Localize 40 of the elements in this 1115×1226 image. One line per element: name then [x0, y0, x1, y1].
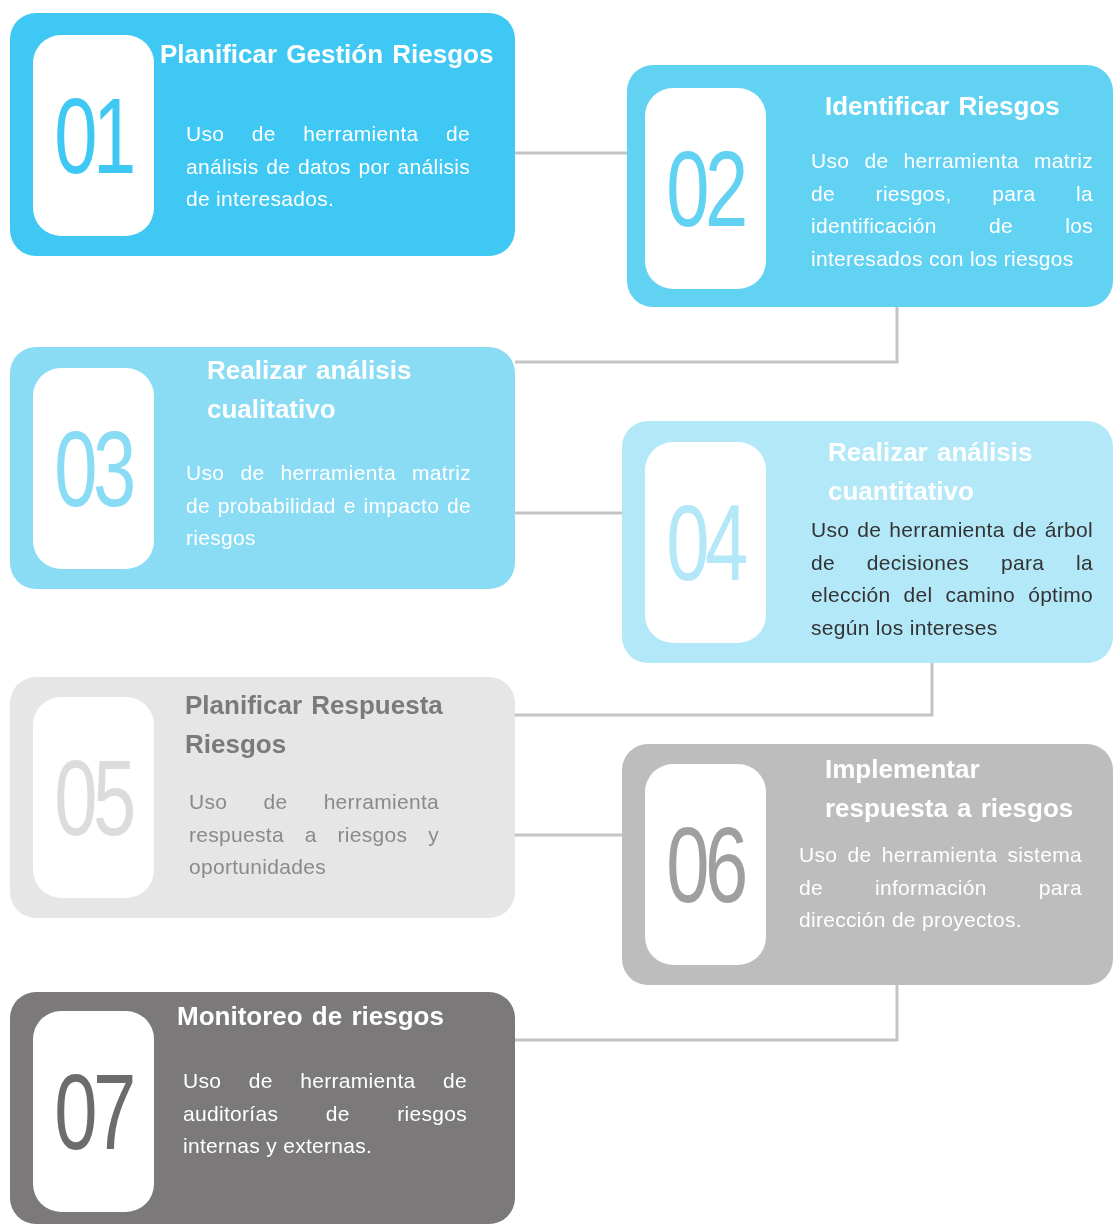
step-description: Uso de herramienta de análisis de datos por análisis de interesados.	[186, 121, 470, 212]
connector-line	[515, 511, 622, 515]
step-number: 01	[54, 81, 133, 190]
step-title: Realizar análisis cualitativo	[207, 354, 413, 426]
number-badge	[33, 368, 154, 569]
step-description: Uso de herramienta respuesta a riesgos y oportunidades	[189, 789, 439, 880]
step-number: 06	[666, 810, 745, 919]
connector-line	[515, 151, 627, 155]
number-badge	[33, 1011, 154, 1212]
step-number: 02	[666, 134, 745, 243]
step-number: 03	[54, 414, 133, 523]
step-card	[10, 347, 515, 589]
step-card	[10, 677, 515, 918]
step-title: Implementar respuesta a riesgos	[825, 753, 1075, 825]
step-description: Uso de herramienta de auditorías de riesgos internas y externas.	[183, 1068, 467, 1159]
step-card	[622, 421, 1113, 663]
step-card	[10, 992, 515, 1224]
number-badge	[645, 88, 766, 289]
connector-line	[515, 307, 899, 364]
number-badge	[645, 442, 766, 643]
step-title: Identificar Riesgos	[825, 90, 1061, 123]
step-title: Planificar Gestión Riesgos	[160, 38, 495, 71]
connector-line	[515, 833, 622, 837]
step-title: Planificar Respuesta Riesgos	[185, 689, 444, 761]
number-badge	[33, 697, 154, 898]
step-description: Uso de herramienta matriz de probabilidad e impacto de riesgos	[186, 460, 471, 551]
step-title: Realizar análisis cuantitativo	[828, 436, 1034, 508]
step-card	[10, 13, 515, 256]
step-title: Monitoreo de riesgos	[177, 1000, 445, 1033]
connector-line	[515, 663, 934, 717]
connector-line	[515, 985, 899, 1042]
step-description: Uso de herramienta de árbol de decisiones para la elección del camino óptimo según los intereses	[811, 517, 1093, 641]
step-card	[622, 744, 1113, 985]
step-number: 07	[54, 1057, 133, 1166]
number-badge	[645, 764, 766, 965]
step-card	[627, 65, 1113, 307]
step-description: Uso de herramienta matriz de riesgos, para la identificación de los interesados con los riesgos	[811, 148, 1093, 272]
step-description: Uso de herramienta sistema de información para dirección de proyectos.	[799, 842, 1082, 933]
step-number: 04	[666, 488, 745, 597]
number-badge	[33, 35, 154, 236]
